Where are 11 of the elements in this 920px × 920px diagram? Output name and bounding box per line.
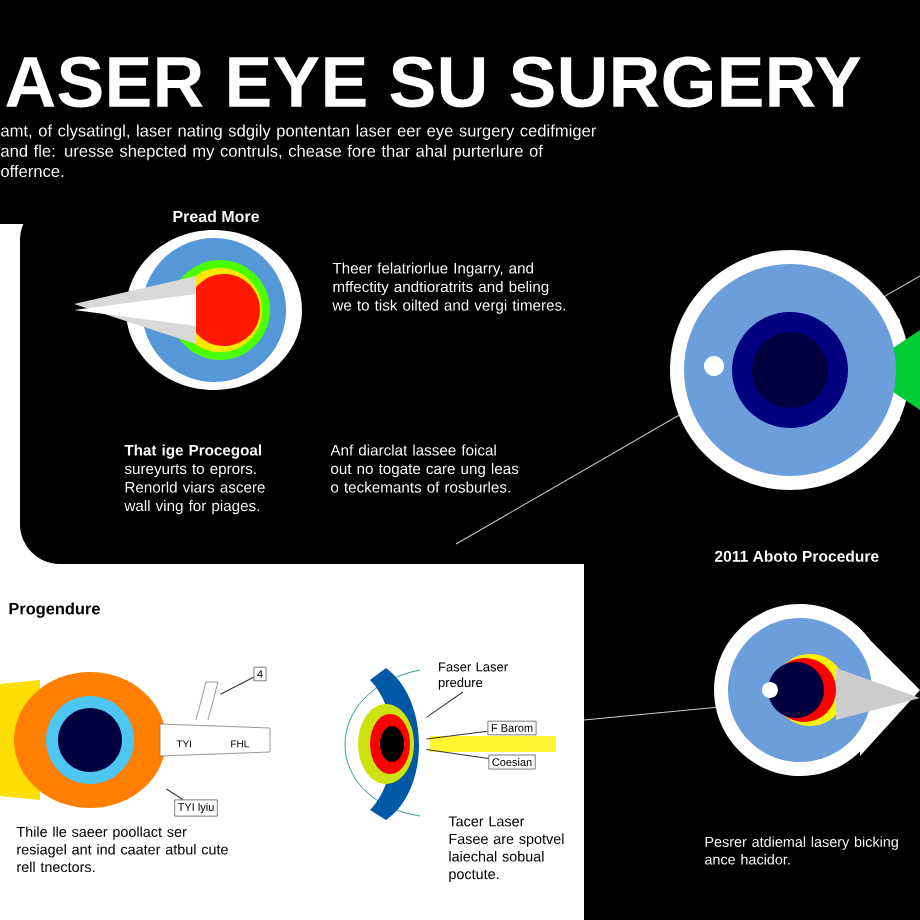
leader-line <box>425 730 488 740</box>
leader-line <box>219 676 255 695</box>
eye-drawing <box>0 672 166 808</box>
knob-drawing <box>195 681 219 721</box>
leader-line <box>425 749 489 760</box>
title: ASER EYE SU SURGERY <box>6 56 861 108</box>
heading: Progendure <box>9 602 100 618</box>
leader-line <box>425 691 464 718</box>
leader-line <box>165 788 184 800</box>
heading: Pread More <box>173 210 259 223</box>
text: amt, of clysatingl, laser nating sdgily pontentan laser eer eye surgery cedifmiger and fle: uresse shepcted my contruls, chease fore thar ahal purterlure of offernce. <box>1 124 597 178</box>
